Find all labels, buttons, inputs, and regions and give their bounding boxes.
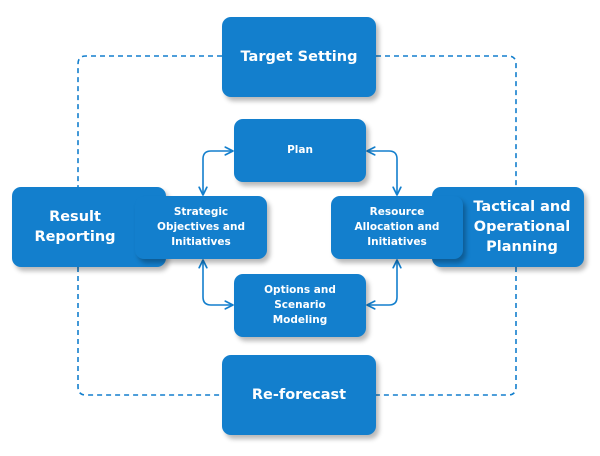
tactical-planning-line-1: Tactical and (473, 199, 571, 215)
plan-line-1: Plan (287, 144, 313, 156)
arrow-plan-resource (366, 146, 402, 196)
re-forecast-line-1: Re-forecast (251, 387, 347, 403)
strategic-line-3: Initiatives (171, 236, 231, 248)
outer-dashed-loop (77, 55, 517, 396)
resource-line-1: Resource (369, 206, 425, 218)
arrow-plan-strategic (198, 146, 234, 196)
result-reporting-line-1: Result (49, 209, 101, 225)
resource-line-3: Initiatives (367, 236, 427, 248)
dashed-connector-top-left (77, 55, 222, 187)
strategic-line-2: Objectives and (157, 221, 245, 233)
options-scenario-modeling-box: Options and Scenario Modeling (234, 274, 366, 337)
plan-label: Plan (287, 143, 313, 158)
strategic-objectives-label: Strategic Objectives and Initiatives (157, 205, 245, 250)
options-line-3: Modeling (272, 314, 328, 326)
plan-box: Plan (234, 119, 366, 182)
result-reporting-label: Result Reporting (34, 207, 115, 247)
tactical-planning-label: Tactical and Operational Planning (473, 197, 570, 257)
dashed-connector-top-right (376, 55, 517, 187)
re-forecast-label: Re-forecast (252, 385, 346, 405)
strategic-objectives-box: Strategic Objectives and Initiatives (135, 196, 267, 259)
arrow-strategic-options (198, 259, 234, 310)
options-line-1: Options and (264, 284, 336, 296)
resource-allocation-box: Resource Allocation and Initiatives (331, 196, 463, 259)
inner-arrow-loop (198, 146, 402, 310)
dashed-connector-bottom-right (376, 267, 517, 396)
re-forecast-box: Re-forecast (222, 355, 376, 435)
target-setting-box: Target Setting (222, 17, 376, 97)
resource-line-2: Allocation and (354, 221, 440, 233)
resource-allocation-label: Resource Allocation and Initiatives (355, 205, 440, 250)
options-line-2: Scenario (274, 299, 326, 311)
target-setting-label: Target Setting (241, 47, 358, 67)
strategic-line-1: Strategic (173, 206, 229, 218)
tactical-planning-line-2: Operational (473, 219, 571, 235)
dashed-connector-bottom-left (77, 267, 222, 396)
result-reporting-line-2: Reporting (34, 229, 116, 245)
tactical-planning-line-3: Planning (486, 239, 558, 255)
target-setting-line-1: Target Setting (240, 49, 358, 65)
options-scenario-label: Options and Scenario Modeling (264, 283, 336, 328)
arrow-resource-options (366, 259, 402, 310)
